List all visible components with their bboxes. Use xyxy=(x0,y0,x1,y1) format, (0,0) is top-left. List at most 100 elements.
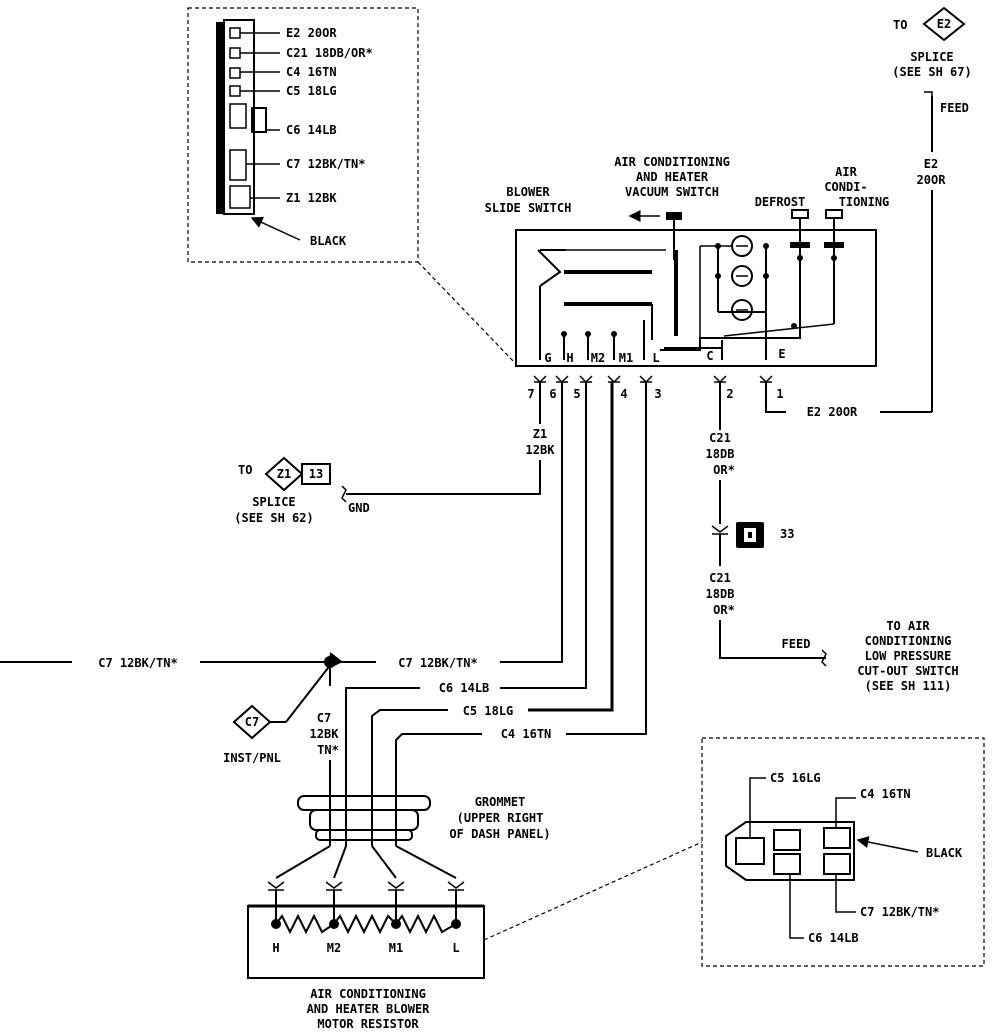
e2-ref: E2 xyxy=(937,17,951,31)
e2-reference: TO E2 SPLICE (SEE SH 67) FEED E2 20OR xyxy=(892,6,972,412)
wire-z1-size: 12BK xyxy=(526,443,556,457)
gnd-splice: SPLICE xyxy=(252,495,295,509)
e2-feed: FEED xyxy=(940,101,969,115)
e2-wire-code: E2 xyxy=(924,157,938,171)
term-c: C xyxy=(706,349,713,363)
pin-label-c6: C6 14LB xyxy=(286,123,337,137)
cav-7: 7 xyxy=(527,387,534,401)
inst-pnl-label: INST/PNL xyxy=(223,751,281,765)
res-term-l: L xyxy=(452,941,459,955)
pin-label-c21: C21 18DB/OR* xyxy=(286,46,373,60)
grommet-line-2: (UPPER RIGHT xyxy=(457,811,544,825)
bottom-c5: C5 16LG xyxy=(770,771,821,785)
wiring: E2 20OR Z1 12BK C21 18DB OR* 33 C21 18DB… xyxy=(0,382,932,790)
pin-label-c4: C4 16TN xyxy=(286,65,337,79)
connector-body xyxy=(216,22,224,214)
leader-bottom xyxy=(483,841,703,941)
feed-line-5: (SEE SH 111) xyxy=(865,679,952,693)
cav-4: 4 xyxy=(620,387,627,401)
ac-label-2: CONDI- xyxy=(824,180,867,194)
wire-c21-color-1: OR* xyxy=(713,463,735,477)
wire-c21-size-1: 18DB xyxy=(706,447,735,461)
gnd-label: GND xyxy=(348,501,370,515)
bottom-c7: C7 12BK/TN* xyxy=(860,905,939,919)
connector-housing xyxy=(223,19,255,215)
cav-5: 5 xyxy=(573,387,580,401)
grommet: GROMMET (UPPER RIGHT OF DASH PANEL) xyxy=(297,790,551,846)
res-label-1: AIR CONDITIONING xyxy=(310,987,426,1001)
vac-label-1: AIR CONDITIONING xyxy=(614,155,730,169)
connector-top-inset: E2 20OR C21 18DB/OR* C4 16TN C5 18LG C6 … xyxy=(187,7,419,263)
blower-label-1: BLOWER xyxy=(506,185,550,199)
wire-c7-code: C7 xyxy=(317,711,331,725)
wire-c5: C5 18LG xyxy=(463,704,514,718)
wire-c7-color: TN* xyxy=(317,743,339,757)
wire-c21-code-1: C21 xyxy=(709,431,731,445)
pin-label-c5: C5 18LG xyxy=(286,84,337,98)
wire-c7-right: C7 12BK/TN* xyxy=(398,656,477,670)
pin-label-e2: E2 20OR xyxy=(286,26,337,40)
feed-line-4: CUT-OUT SWITCH xyxy=(857,664,958,678)
wire-c7-size: 12BK xyxy=(310,727,340,741)
e2-diamond xyxy=(922,6,966,42)
wire-c6: C6 14LB xyxy=(439,681,490,695)
bottom-c6: C6 14LB xyxy=(808,931,859,945)
feed-reference: FEED TO AIR CONDITIONING LOW PRESSURE CU… xyxy=(782,619,959,693)
switch-housing xyxy=(515,229,877,367)
leader-top xyxy=(417,261,517,365)
res-label-2: AND HEATER BLOWER xyxy=(307,1002,431,1016)
feed-line-1: TO AIR xyxy=(886,619,930,633)
wire-c21-size-2: 18DB xyxy=(706,587,735,601)
wire-c21-code-2: C21 xyxy=(709,571,731,585)
connector-bottom-inset: C5 16LG C4 16TN BLACK C7 12BK/TN* C6 14L… xyxy=(701,737,985,967)
term-m1: M1 xyxy=(619,351,633,365)
wire-c21-color-2: OR* xyxy=(713,603,735,617)
res-term-m1: M1 xyxy=(389,941,403,955)
wire-c7-left: C7 12BK/TN* xyxy=(98,656,177,670)
res-term-h: H xyxy=(272,941,279,955)
e2-wire-size: 20OR xyxy=(917,173,947,187)
e2-to: TO xyxy=(893,18,907,32)
res-term-m2: M2 xyxy=(327,941,341,955)
ac-label-3: TIONING xyxy=(839,195,890,209)
wire-e2-bottom: E2 20OR xyxy=(807,405,858,419)
switch-assembly: BLOWER SLIDE SWITCH AIR CONDITIONING AND… xyxy=(485,155,890,401)
resistor: H M2 M1 L AIR CONDITIONING AND HEATER BL… xyxy=(247,845,485,1031)
cav-2: 2 xyxy=(726,387,733,401)
bottom-color: BLACK xyxy=(926,846,963,860)
splice-node xyxy=(324,656,336,668)
inst-pnl-diamond xyxy=(232,704,272,740)
feed-line-3: LOW PRESSURE xyxy=(865,649,952,663)
ac-label-1: AIR xyxy=(835,165,857,179)
term-l: L xyxy=(652,351,659,365)
cav-3: 3 xyxy=(654,387,661,401)
pin-label-z1: Z1 12BK xyxy=(286,191,337,205)
gnd-reference: TO Z1 13 SPLICE (SEE SH 62) GND xyxy=(234,456,370,525)
pin-label-c7: C7 12BK/TN* xyxy=(286,157,365,171)
term-h: H xyxy=(566,351,573,365)
gnd-sheet: 13 xyxy=(309,467,323,481)
bottom-c4: C4 16TN xyxy=(860,787,911,801)
blower-label-2: SLIDE SWITCH xyxy=(485,201,572,215)
connector-33-label: 33 xyxy=(780,527,794,541)
res-label-3: MOTOR RESISTOR xyxy=(317,1017,419,1031)
wire-z1-code: Z1 xyxy=(533,427,547,441)
e2-splice: SPLICE xyxy=(910,50,953,64)
vac-label-2: AND HEATER xyxy=(636,170,709,184)
gnd-to: TO xyxy=(238,463,252,477)
gnd-see: (SEE SH 62) xyxy=(234,511,313,525)
term-g: G xyxy=(544,351,551,365)
connector-top-color: BLACK xyxy=(310,234,347,248)
feed-line-2: CONDITIONING xyxy=(865,634,952,648)
grommet-line-3: OF DASH PANEL) xyxy=(449,827,550,841)
feed-label: FEED xyxy=(782,637,811,651)
inset-frame-bottom xyxy=(701,737,985,967)
inst-pnl-ref: C7 xyxy=(245,715,259,729)
cav-6: 6 xyxy=(549,387,556,401)
term-e: E xyxy=(778,347,785,361)
e2-see: (SEE SH 67) xyxy=(892,65,971,79)
cav-1: 1 xyxy=(776,387,783,401)
gnd-ref: Z1 xyxy=(277,467,291,481)
vac-label-3: VACUUM SWITCH xyxy=(625,185,719,199)
